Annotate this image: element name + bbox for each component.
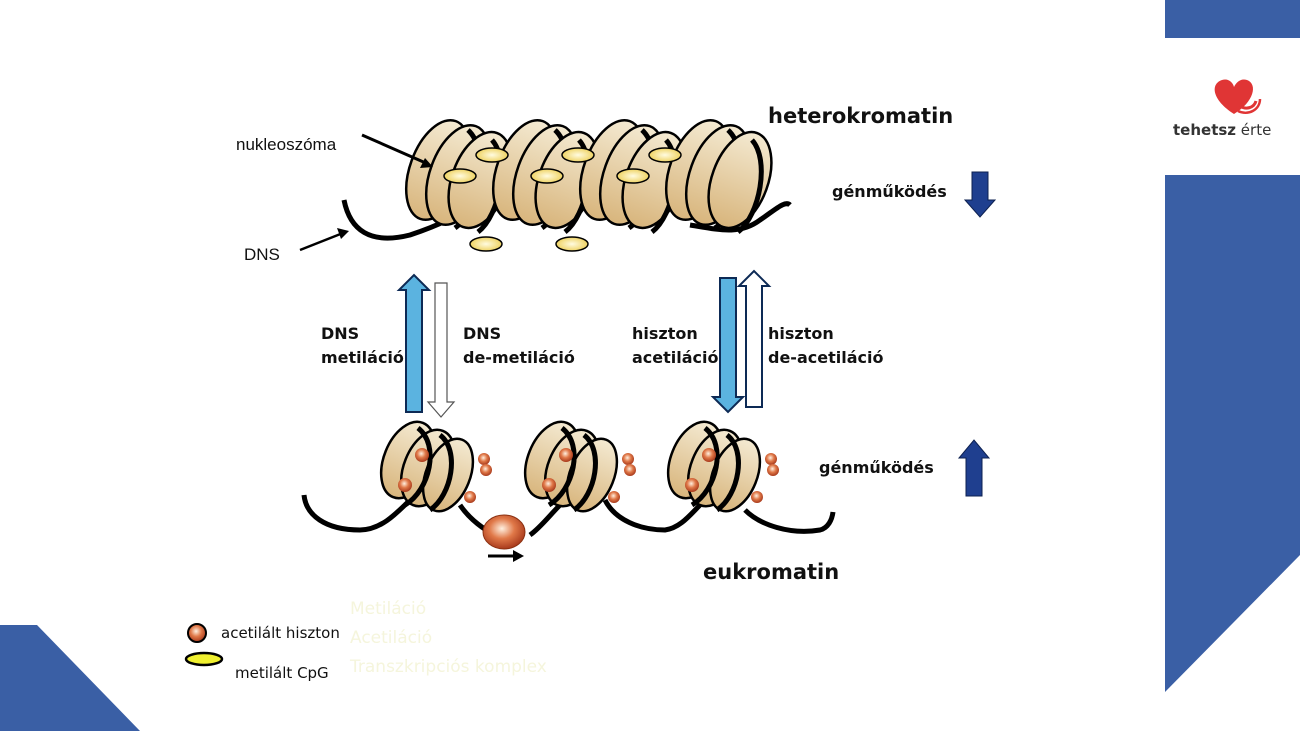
logo: tehetsz érte <box>1172 70 1297 150</box>
heterochromatin-label: heterokromatin <box>768 104 954 128</box>
logo-text: tehetsz érte <box>1173 121 1271 139</box>
methyl-cpg <box>469 236 503 252</box>
histone-deacetylation-line2: de-acetiláció <box>768 348 884 367</box>
histone-deacetylation-line1: hiszton <box>768 324 834 343</box>
faint-overlay-text: Metiláció Acetiláció Transzkripciós komp… <box>350 595 547 682</box>
gene-activity-up-arrow <box>957 439 991 497</box>
logo-text-light: érte <box>1236 121 1272 139</box>
methylated-cpg-markers <box>443 147 682 252</box>
methyl-cpg <box>475 147 509 163</box>
histone-acetylation-arrow <box>710 277 746 414</box>
dna-methylation-label: DNS metiláció <box>321 322 404 370</box>
methyl-cpg <box>616 168 650 184</box>
legend-item-methylated-cpg: metilált CpG <box>235 664 329 682</box>
methyl-cpg <box>555 236 589 252</box>
methyl-cpg <box>443 168 477 184</box>
dna-methylation-line1: DNS <box>321 324 360 343</box>
nucleosome-pointer-arrow <box>361 133 433 168</box>
open-nucleosome-3 <box>666 420 779 513</box>
dna-pointer-arrow <box>299 228 349 252</box>
histone-deacetylation-arrow <box>736 269 772 408</box>
gene-activity-down-arrow <box>963 171 997 218</box>
open-nucleosome-2 <box>523 420 636 513</box>
methyl-cpg <box>530 168 564 184</box>
dna-demethylation-line2: de-metiláció <box>463 348 575 367</box>
histone-deacetylation-label: hiszton de-acetiláció <box>768 322 883 370</box>
faint-line-transcription-complex: Transzkripciós komplex <box>350 657 547 677</box>
dna-demethylation-arrow <box>426 282 456 418</box>
nucleosome-4 <box>664 118 773 234</box>
top-right-bar <box>1165 0 1300 38</box>
open-nucleosome-1 <box>379 420 492 513</box>
gene-activity-down-label: génműködés <box>832 182 947 201</box>
acetylated-histone-legend-icon <box>187 623 207 643</box>
faint-line-methylation: Metiláció <box>350 599 427 619</box>
heart-icon <box>1214 79 1262 115</box>
methylated-cpg-legend-icon <box>184 651 224 667</box>
histone-acetylation-line2: acetiláció <box>632 348 719 367</box>
heterochromatin-dna-tail <box>689 201 792 233</box>
euchromatin-label: eukromatin <box>703 560 840 584</box>
logo-text-bold: tehetsz <box>1173 121 1237 139</box>
legend-item-acetylated-histone: acetilált hiszton <box>221 624 340 642</box>
methyl-cpg <box>561 147 595 163</box>
euchromatin-dna-strand <box>301 494 836 538</box>
gene-activity-up-label: génműködés <box>819 458 934 477</box>
dna-demethylation-label: DNS de-metiláció <box>463 322 575 370</box>
dna-label: DNS <box>244 245 280 264</box>
dna-methylation-line2: metiláció <box>321 348 404 367</box>
faint-line-acetylation: Acetiláció <box>350 628 433 648</box>
methyl-cpg <box>648 147 682 163</box>
histone-acetylation-line1: hiszton <box>632 324 698 343</box>
bottom-left-corner <box>0 625 140 731</box>
nucleosome-2 <box>491 118 600 234</box>
transcription-direction-arrow <box>488 550 524 562</box>
dna-methylation-arrow <box>396 273 432 413</box>
nucleosome-label: nukleoszóma <box>236 135 337 154</box>
right-side-panel <box>1165 175 1300 692</box>
histone-acetylation-label: hiszton acetiláció <box>632 322 719 370</box>
euchromatin-nucleosomes <box>379 420 779 513</box>
dna-demethylation-line1: DNS <box>463 324 502 343</box>
transcription-complex <box>482 514 526 550</box>
